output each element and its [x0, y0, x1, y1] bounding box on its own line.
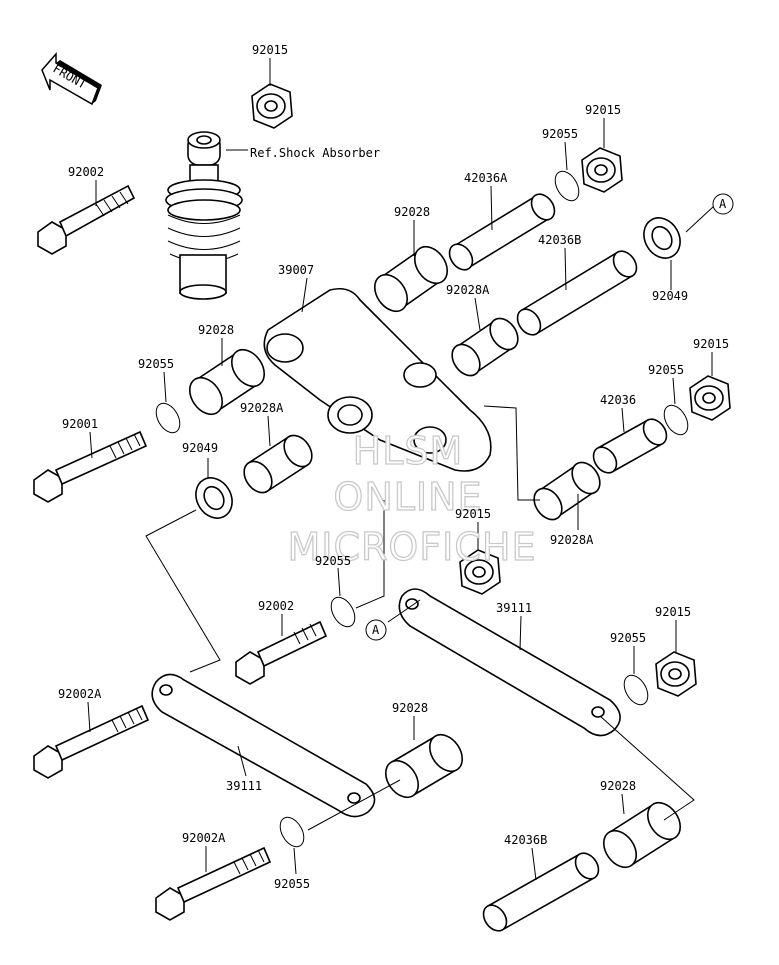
part-label: 92028A — [446, 283, 490, 297]
part-label: 92055 — [542, 127, 578, 141]
part-label: 42036 — [600, 393, 636, 407]
oring-92055-bottom — [279, 816, 305, 848]
watermark-line-1: HLSM — [353, 429, 464, 473]
callout-a-middle-label: A — [372, 623, 380, 637]
collar-92028-top — [373, 245, 449, 313]
ref-shock-absorber-label: Ref.Shock Absorber — [250, 146, 380, 160]
bolt-92002a-bottom — [155, 846, 272, 921]
bushing-92028a-left — [243, 434, 313, 494]
oring-92055-right — [663, 404, 689, 436]
part-label: 92055 — [274, 877, 310, 891]
part-label: 42036B — [504, 833, 547, 847]
tie-rod-39111-upper — [398, 588, 621, 737]
part-label: 92002 — [68, 165, 104, 179]
washer-92049-top — [643, 217, 681, 259]
collar-92028-bottom — [602, 801, 682, 869]
oring-92055-top — [554, 170, 580, 202]
part-label: 92028 — [392, 701, 428, 715]
bolt-92002-middle — [235, 620, 328, 685]
rocker-arm-39007 — [263, 287, 492, 472]
part-label: 92015 — [693, 337, 729, 351]
bolt-92002-top — [37, 184, 136, 255]
washer-92049-left — [195, 477, 233, 519]
oring-92055-middle — [330, 596, 356, 628]
part-label: 92028 — [600, 779, 636, 793]
collar-92028-lower — [384, 733, 464, 799]
part-label: 92002A — [58, 687, 102, 701]
nut-92015-right2 — [689, 375, 731, 421]
bushing-92028a-right — [533, 461, 601, 521]
part-label: 92015 — [585, 103, 621, 117]
part-label: 92001 — [62, 417, 98, 431]
part-label: 92049 — [182, 441, 218, 455]
sleeve-42036a — [448, 193, 556, 271]
part-label: 92028A — [550, 533, 594, 547]
bolt-92002a-left — [33, 704, 150, 779]
part-label: 92028 — [198, 323, 234, 337]
watermark: HLSM ONLINE MICROFICHE — [287, 428, 536, 569]
callout-a-middle — [365, 619, 387, 641]
oring-92055-lower — [623, 674, 649, 706]
part-label: 92002A — [182, 831, 226, 845]
part-label: 92055 — [648, 363, 684, 377]
part-label: 42036A — [464, 171, 508, 185]
watermark-line-2: ONLINE — [333, 475, 482, 519]
sleeve-42036b-top — [516, 250, 638, 336]
oring-92055-left — [155, 402, 181, 434]
part-label: 39111 — [226, 779, 262, 793]
callout-a-top-label: A — [719, 197, 727, 211]
part-label: 92055 — [610, 631, 646, 645]
nut-92015-top — [251, 83, 293, 129]
callout-a-top — [712, 193, 734, 215]
watermark-line-3: MICROFICHE — [287, 525, 536, 569]
part-label: 42036B — [538, 233, 581, 247]
part-label: 92028 — [394, 205, 430, 219]
part-label: 39111 — [496, 601, 532, 615]
nut-92015-middle — [459, 549, 501, 595]
part-label: 92028A — [240, 401, 284, 415]
shock-absorber-ref: Ref.Shock Absorber — [165, 131, 380, 300]
part-label: 92049 — [652, 289, 688, 303]
part-label: 92055 — [315, 554, 351, 568]
leader-lines — [87, 58, 713, 881]
part-label: 92015 — [455, 507, 491, 521]
part-label: 92055 — [138, 357, 174, 371]
sleeve-42036 — [592, 418, 668, 474]
part-label: 92015 — [655, 605, 691, 619]
sleeve-42036b-bottom — [482, 852, 600, 932]
part-label: 92015 — [252, 43, 288, 57]
tie-rod-39111-lower — [151, 673, 376, 818]
collar-92028-left — [188, 348, 266, 416]
bushing-92028a-top — [451, 317, 519, 377]
front-arrow-icon: FRONT — [41, 52, 102, 106]
part-label: 92002 — [258, 599, 294, 613]
nut-92015-right1 — [581, 147, 623, 193]
bolt-92001 — [33, 430, 148, 503]
part-labels: 92015 92015 92055 92002 42036A 92028 420… — [58, 43, 729, 891]
part-label: 39007 — [278, 263, 314, 277]
nut-92015-lower — [655, 651, 697, 697]
